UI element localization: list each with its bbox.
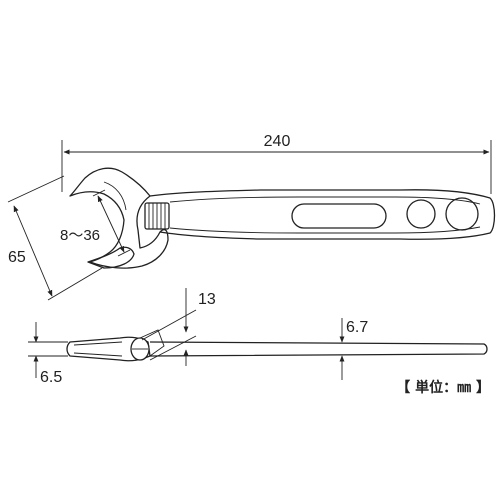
dim-tip-thickness: 6.5 xyxy=(28,322,68,386)
side-handle xyxy=(149,341,488,357)
dim-overall-length-label: 240 xyxy=(264,133,291,150)
wrench-top-view xyxy=(69,167,496,269)
dim-overall-length: 240 xyxy=(61,133,492,194)
wrench-handle xyxy=(149,189,496,240)
handle-hole-large xyxy=(445,197,479,231)
dim-tip-thickness-label: 6.5 xyxy=(40,369,62,386)
dim-handle-thickness-label: 6.7 xyxy=(346,319,368,336)
handle-slot xyxy=(291,203,387,229)
dim-head-thickness: 13 xyxy=(141,288,216,366)
dim-jaw-opening-label: 8～36 xyxy=(60,227,100,244)
dim-head-width-label: 65 xyxy=(8,249,26,266)
worm-gear xyxy=(144,202,170,230)
dim-head-width: 65 xyxy=(7,175,103,301)
dim-head-thickness-label: 13 xyxy=(198,291,216,308)
unit-label: 【 単位：㎜ 】 xyxy=(396,379,490,396)
wrench-side-view xyxy=(66,329,488,362)
handle-hole-small xyxy=(406,199,436,229)
dim-handle-thickness: 6.7 xyxy=(339,318,368,380)
dim-jaw-opening: 8～36 xyxy=(60,189,131,257)
wrench-handle-inner-line xyxy=(169,196,481,205)
wrench-movable-jaw xyxy=(87,246,135,269)
